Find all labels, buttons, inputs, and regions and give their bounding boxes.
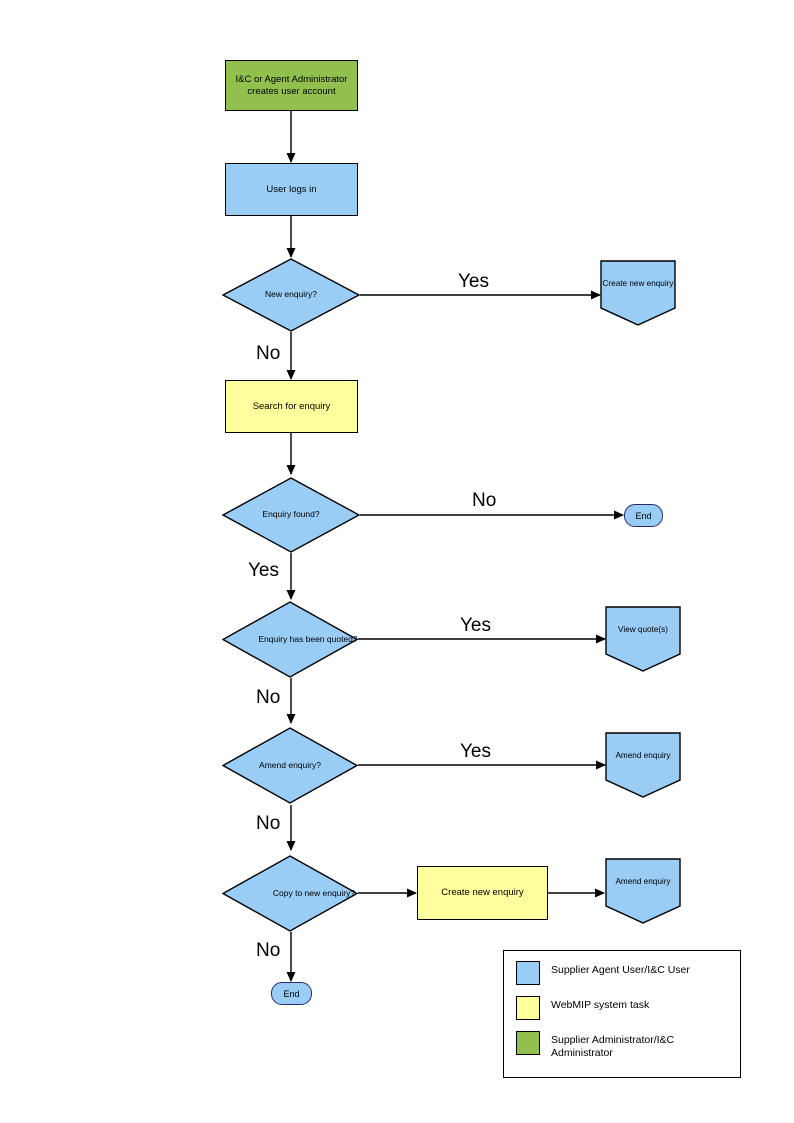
edge-label-copy-no: No bbox=[256, 940, 281, 961]
node-create-user-account[interactable]: I&C or Agent Administrator creates user … bbox=[225, 60, 358, 111]
legend-swatch-green bbox=[516, 1031, 540, 1055]
node-create-new-enquiry-top[interactable]: Create new enquiry bbox=[600, 260, 676, 326]
edge-label-enquiry-found-yes: Yes bbox=[248, 560, 279, 581]
node-enquiry-quoted-decision[interactable]: Enquiry has been quoted? bbox=[222, 601, 358, 678]
node-amend-enquiry-action[interactable]: Amend enquiry bbox=[605, 732, 681, 798]
edge-label-enquiry-found-no: No bbox=[472, 490, 497, 511]
node-copy-to-new-enquiry-decision[interactable]: Copy to new enquiry? bbox=[222, 855, 358, 932]
node-search-for-enquiry[interactable]: Search for enquiry bbox=[225, 380, 358, 433]
legend-swatch-yellow bbox=[516, 996, 540, 1020]
node-amend-enquiry-action-2[interactable]: Amend enquiry bbox=[605, 858, 681, 924]
legend-item-supplier-agent-user: Supplier Agent User/I&C User bbox=[516, 961, 740, 985]
diamond-shape bbox=[222, 727, 358, 804]
node-view-quotes[interactable]: View quote(s) bbox=[605, 606, 681, 672]
edge-label-new-enquiry-no: No bbox=[256, 343, 281, 364]
node-end-1[interactable]: End bbox=[624, 504, 663, 527]
legend-item-supplier-administrator: Supplier Administrator/I&C Administrator bbox=[516, 1031, 740, 1060]
node-end-2[interactable]: End bbox=[271, 982, 312, 1005]
node-user-logs-in[interactable]: User logs in bbox=[225, 163, 358, 216]
node-create-new-enquiry-bottom[interactable]: Create new enquiry bbox=[417, 866, 548, 920]
diamond-shape bbox=[222, 258, 360, 332]
node-enquiry-found-decision[interactable]: Enquiry found? bbox=[222, 477, 360, 553]
edge-label-amend-no: No bbox=[256, 813, 281, 834]
edge-label-new-enquiry-yes: Yes bbox=[458, 271, 489, 292]
legend-label-supplier-agent-user: Supplier Agent User/I&C User bbox=[551, 964, 690, 976]
diamond-shape bbox=[222, 855, 358, 932]
diamond-shape bbox=[222, 477, 360, 553]
pentagon-shape bbox=[605, 732, 681, 798]
node-search-for-enquiry-label: Search for enquiry bbox=[252, 400, 331, 412]
node-amend-enquiry-decision[interactable]: Amend enquiry? bbox=[222, 727, 358, 804]
pentagon-shape bbox=[600, 260, 676, 326]
legend: Supplier Agent User/I&C User WebMIP syst… bbox=[503, 950, 741, 1078]
node-create-new-enquiry-bottom-label: Create new enquiry bbox=[441, 887, 524, 899]
legend-swatch-blue bbox=[516, 961, 540, 985]
legend-item-webmip-system-task: WebMIP system task bbox=[516, 996, 740, 1020]
pentagon-shape bbox=[605, 606, 681, 672]
node-create-user-account-label: I&C or Agent Administrator creates user … bbox=[235, 73, 348, 97]
legend-label-webmip-system-task: WebMIP system task bbox=[551, 999, 650, 1011]
pentagon-shape bbox=[605, 858, 681, 924]
node-new-enquiry-decision[interactable]: New enquiry? bbox=[222, 258, 360, 332]
edge-label-quoted-no: No bbox=[256, 687, 281, 708]
edge-label-quoted-yes: Yes bbox=[460, 615, 491, 636]
legend-label-supplier-administrator: Supplier Administrator/I&C Administrator bbox=[551, 1034, 675, 1060]
diamond-shape bbox=[222, 601, 358, 678]
edge-label-amend-yes: Yes bbox=[460, 741, 491, 762]
node-user-logs-in-label: User logs in bbox=[266, 183, 317, 195]
node-end-1-label: End bbox=[635, 510, 652, 521]
node-end-2-label: End bbox=[283, 988, 300, 999]
